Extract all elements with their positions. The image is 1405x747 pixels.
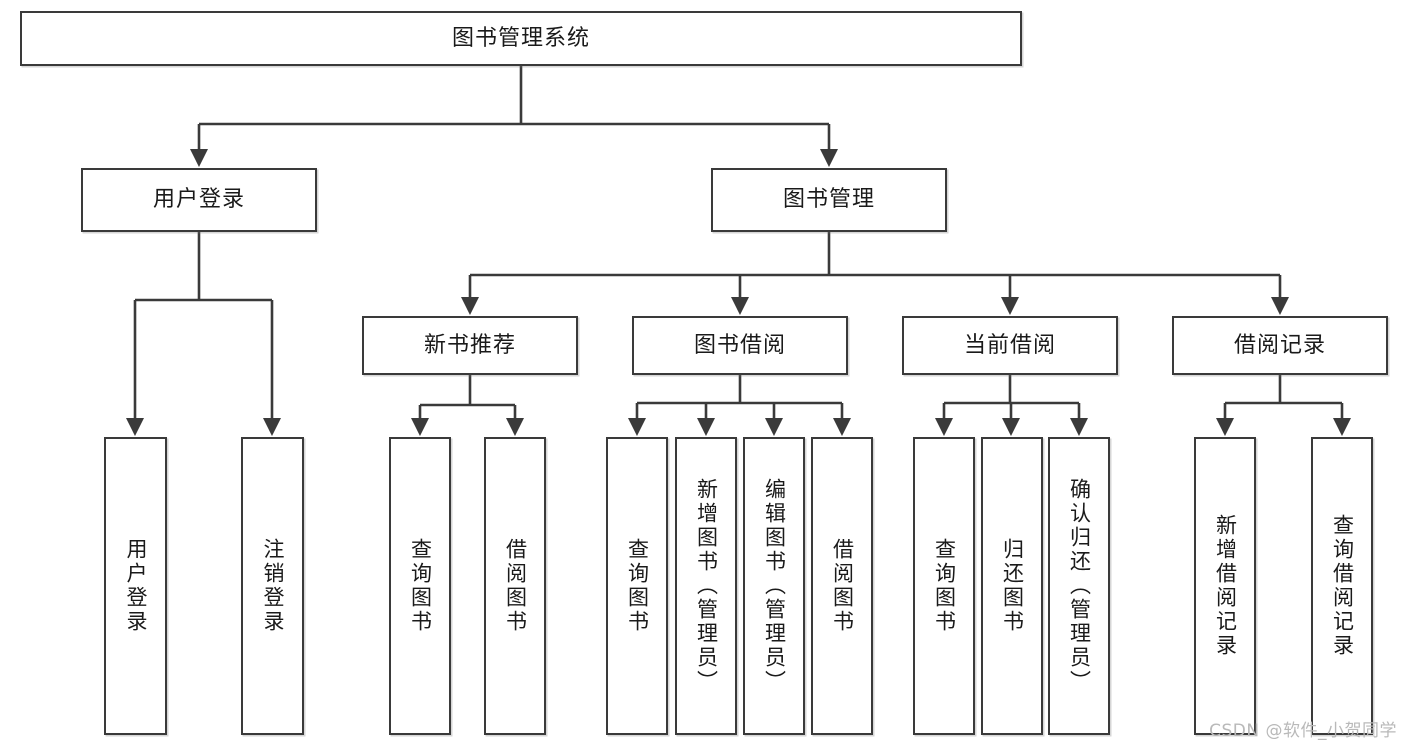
leaf-book-borrow-query-book[interactable]: 查询图书 [606, 437, 668, 735]
leaf-book-borrow-edit-book-admin[interactable]: 编辑图书（管理员） [743, 437, 805, 735]
node-label: 用户登录 [152, 187, 245, 213]
leaf-current-borrow-query-book[interactable]: 查询图书 [913, 437, 975, 735]
leaf-current-borrow-confirm-return-admin[interactable]: 确认归还（管理员） [1048, 437, 1110, 735]
node-user-login[interactable]: 用户登录 [81, 168, 317, 232]
node-label: 图书管理 [782, 187, 875, 213]
node-new-book-recommend[interactable]: 新书推荐 [362, 316, 578, 375]
leaf-user-login-login[interactable]: 用户登录 [104, 437, 167, 735]
leaf-user-login-logout[interactable]: 注销登录 [241, 437, 304, 735]
node-borrow-record[interactable]: 借阅记录 [1172, 316, 1388, 375]
node-label: 当前借阅 [963, 332, 1056, 358]
node-label: 图书借阅 [693, 332, 786, 358]
node-label: 新增借阅记录 [1213, 514, 1238, 658]
node-label: 借阅图书 [503, 538, 528, 634]
node-current-borrow[interactable]: 当前借阅 [902, 316, 1118, 375]
node-label: 编辑图书（管理员） [762, 478, 787, 694]
leaf-book-borrow-add-book-admin[interactable]: 新增图书（管理员） [675, 437, 737, 735]
node-label: 查询图书 [625, 538, 650, 634]
leaf-book-borrow-borrow-book[interactable]: 借阅图书 [811, 437, 873, 735]
node-label: 借阅记录 [1233, 332, 1326, 358]
node-label: 新增图书（管理员） [694, 478, 719, 694]
node-label: 借阅图书 [830, 538, 855, 634]
node-label: 查询图书 [408, 538, 433, 634]
leaf-current-borrow-return-book[interactable]: 归还图书 [981, 437, 1043, 735]
node-label: 确认归还（管理员） [1067, 478, 1092, 694]
node-label: 注销登录 [261, 538, 285, 634]
node-label: 归还图书 [1000, 538, 1025, 634]
node-label: 查询图书 [932, 538, 957, 634]
node-label: 图书管理系统 [451, 25, 590, 51]
node-label: 用户登录 [124, 538, 148, 634]
leaf-new-book-borrow-book[interactable]: 借阅图书 [484, 437, 546, 735]
node-label: 新书推荐 [423, 332, 516, 358]
leaf-borrow-record-add-record[interactable]: 新增借阅记录 [1194, 437, 1256, 735]
node-book-management[interactable]: 图书管理 [711, 168, 947, 232]
leaf-borrow-record-query-record[interactable]: 查询借阅记录 [1311, 437, 1373, 735]
node-root-book-management-system[interactable]: 图书管理系统 [20, 11, 1022, 66]
leaf-new-book-query-book[interactable]: 查询图书 [389, 437, 451, 735]
node-label: 查询借阅记录 [1330, 514, 1355, 658]
csdn-watermark: CSDN @软件_小贺同学 [1209, 721, 1397, 741]
node-book-borrow[interactable]: 图书借阅 [632, 316, 848, 375]
